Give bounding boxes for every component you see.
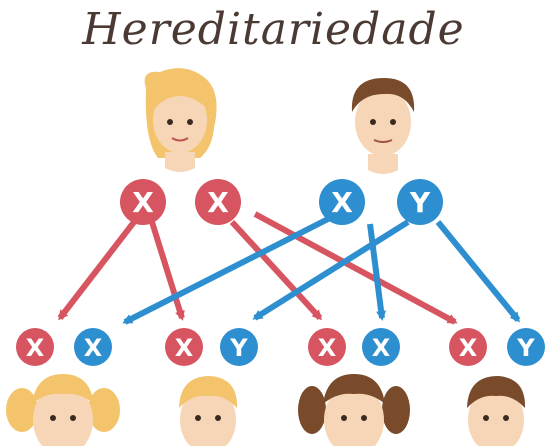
arrow-father-to-child2 bbox=[252, 219, 410, 321]
mother-chromosome-1: X bbox=[120, 179, 166, 225]
arrow-father-to-child3 bbox=[367, 223, 387, 321]
son-face-icon bbox=[179, 376, 238, 446]
child1-chromosomes: X X bbox=[16, 328, 112, 366]
child2-chromosomes: X Y bbox=[165, 328, 258, 366]
svg-text:X: X bbox=[207, 186, 229, 219]
svg-text:X: X bbox=[459, 334, 478, 362]
child4-chromosomes: X Y bbox=[449, 328, 545, 366]
arrow-mother-to-child3 bbox=[229, 219, 323, 321]
mother-arrows bbox=[57, 211, 458, 325]
svg-text:X: X bbox=[372, 334, 391, 362]
svg-text:X: X bbox=[331, 186, 353, 219]
son-face-icon bbox=[467, 376, 526, 446]
svg-text:X: X bbox=[84, 334, 103, 362]
father-face-icon bbox=[351, 78, 415, 174]
diagram-title: Hereditariedade bbox=[82, 4, 465, 55]
daughter-face-icon bbox=[6, 374, 120, 446]
mother-chromosome-2: X bbox=[195, 179, 241, 225]
svg-text:Y: Y bbox=[409, 186, 431, 219]
daughter-face-icon bbox=[298, 374, 410, 446]
mother-face-icon bbox=[144, 68, 217, 172]
svg-text:X: X bbox=[175, 334, 194, 362]
arrow-mother-to-child1 bbox=[57, 220, 137, 321]
child3-chromosomes: X X bbox=[308, 328, 400, 366]
arrow-mother-to-child2 bbox=[149, 221, 185, 321]
svg-text:X: X bbox=[26, 334, 45, 362]
arrow-father-to-child4 bbox=[435, 220, 521, 323]
father-chromosome-1: X bbox=[319, 179, 365, 225]
arrow-father-to-child1 bbox=[122, 215, 332, 325]
svg-text:Y: Y bbox=[516, 334, 535, 362]
svg-text:X: X bbox=[132, 186, 154, 219]
svg-text:Y: Y bbox=[229, 334, 248, 362]
father-chromosome-2: Y bbox=[397, 179, 443, 225]
arrow-mother-to-child4 bbox=[253, 211, 458, 325]
svg-text:X: X bbox=[318, 334, 337, 362]
father-arrows bbox=[122, 215, 521, 325]
